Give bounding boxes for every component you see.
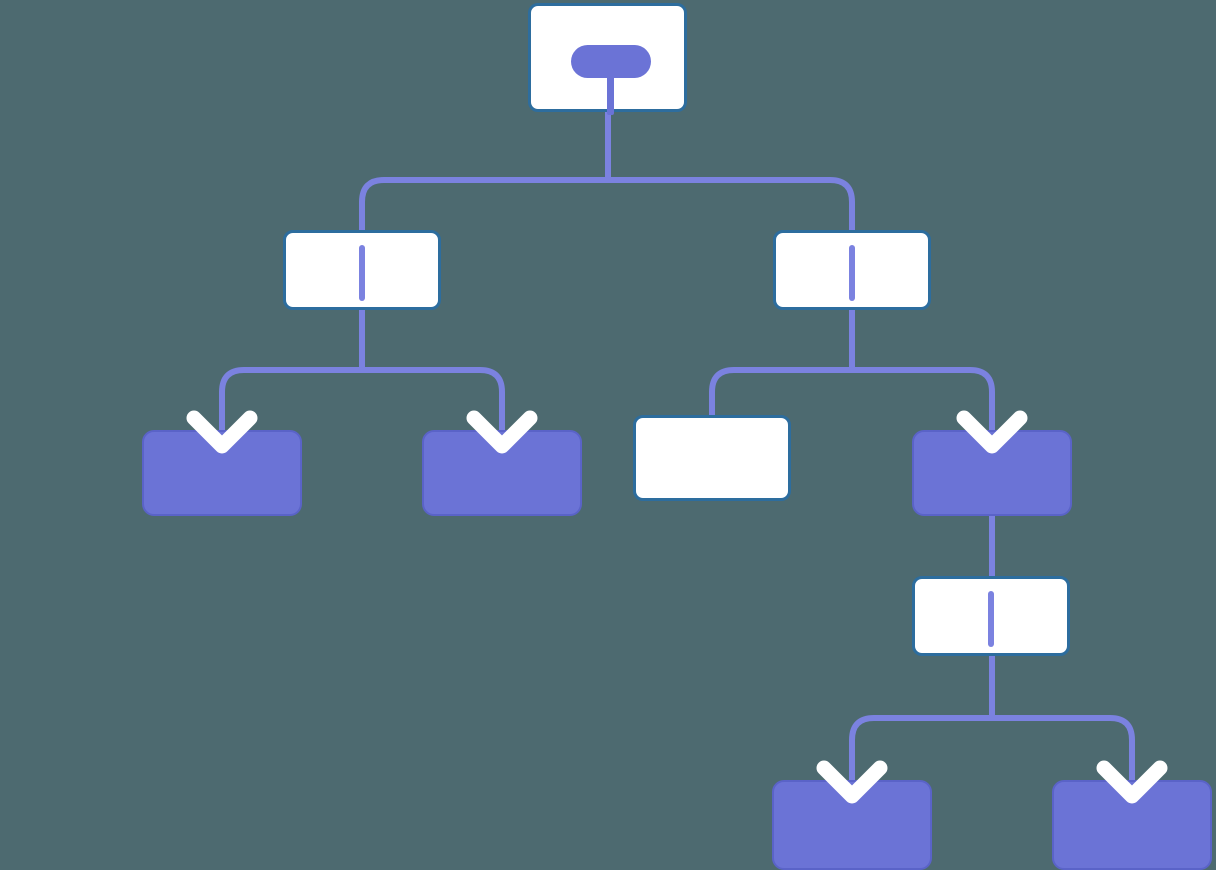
edge-l2b-l3d — [852, 367, 995, 430]
node-l2b[interactable] — [773, 230, 931, 310]
node-l2a[interactable] — [283, 230, 441, 310]
node-l3c[interactable] — [633, 415, 791, 501]
edge-l2b-l3c — [709, 310, 855, 415]
node-l5a[interactable] — [772, 780, 932, 870]
node-l3d[interactable] — [912, 430, 1072, 516]
pass-through-line — [359, 245, 365, 301]
pass-through-line — [849, 245, 855, 301]
node-root[interactable] — [528, 3, 687, 115]
edge-l4a-l5a — [849, 656, 995, 780]
edge-root-l2b — [608, 177, 855, 230]
node-l3a[interactable] — [142, 430, 302, 516]
edge-root-l2a — [359, 112, 611, 230]
node-l5b[interactable] — [1052, 780, 1212, 870]
node-l3b[interactable] — [422, 430, 582, 516]
pass-through-line — [988, 591, 994, 647]
edge-l2a-l3b — [362, 367, 505, 430]
collapsed-badge-icon[interactable] — [571, 45, 651, 78]
collapsed-badge-stem-icon — [607, 76, 614, 115]
edge-l4a-l5b — [992, 715, 1135, 780]
edge-l2a-l3a — [219, 310, 365, 430]
node-l4a[interactable] — [912, 576, 1070, 656]
